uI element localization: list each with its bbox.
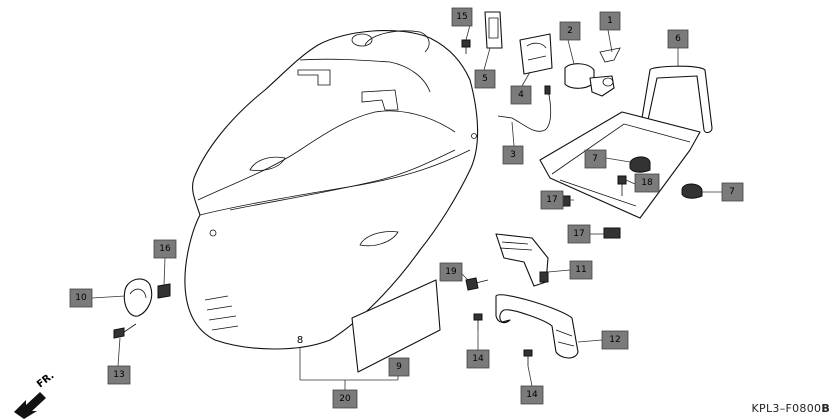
svg-text:15: 15 — [456, 12, 467, 22]
bolt-18 — [617, 175, 627, 196]
screw-14b — [523, 349, 533, 366]
rubber-7b — [681, 183, 703, 199]
callout-4: 4 — [510, 85, 532, 105]
callout-18: 18 — [634, 173, 660, 193]
callout-11: 11 — [569, 260, 593, 280]
callout-7b: 7 — [721, 182, 744, 202]
callout-17b: 17 — [567, 224, 591, 244]
callout-2: 2 — [559, 21, 581, 41]
svg-text:11: 11 — [575, 265, 586, 275]
handle-part-11 — [495, 233, 549, 287]
callout-20: 20 — [332, 389, 358, 409]
svg-text:10: 10 — [75, 293, 87, 303]
svg-text:18: 18 — [641, 178, 653, 188]
svg-text:9: 9 — [396, 362, 402, 372]
nut-17b — [603, 227, 621, 239]
callout-15: 15 — [451, 7, 473, 27]
svg-text:14: 14 — [526, 390, 538, 400]
luggage-box-body — [184, 30, 479, 350]
callout-6: 6 — [667, 29, 689, 49]
bracket-part-5 — [484, 11, 503, 49]
callout-12: 12 — [601, 330, 629, 350]
svg-text:7: 7 — [592, 154, 598, 164]
clamp-part-10 — [123, 278, 153, 317]
front-direction-arrow-icon: FR. — [14, 370, 56, 419]
svg-text:12: 12 — [609, 335, 620, 345]
screw-14a — [473, 313, 483, 330]
svg-text:2: 2 — [567, 26, 573, 36]
svg-text:20: 20 — [339, 394, 351, 404]
callout-9: 9 — [388, 357, 410, 377]
svg-text:17: 17 — [546, 195, 557, 205]
svg-text:19: 19 — [445, 267, 457, 277]
cable-part-3 — [497, 85, 552, 132]
callout-1: 1 — [599, 11, 621, 31]
carrier-rail-part-6 — [539, 65, 713, 219]
svg-text:7: 7 — [729, 187, 735, 197]
mat-part-9 — [351, 279, 441, 373]
callout-16: 16 — [153, 239, 177, 259]
svg-text:5: 5 — [482, 74, 488, 84]
callout-10: 10 — [69, 288, 93, 308]
callout-14b: 14 — [520, 385, 544, 405]
svg-text:13: 13 — [113, 370, 124, 380]
grip-part-12 — [495, 294, 579, 359]
callout-7a: 7 — [584, 149, 607, 169]
clip-part-1 — [599, 47, 621, 63]
callout-17a: 17 — [540, 190, 564, 210]
callout-13: 13 — [107, 365, 131, 385]
svg-text:17: 17 — [573, 229, 584, 239]
svg-text:4: 4 — [518, 90, 524, 100]
leader-lines — [91, 24, 722, 392]
lock-housing-part-4 — [519, 33, 553, 75]
direction-label: FR. — [35, 370, 56, 390]
screw-part-13 — [113, 323, 137, 339]
bolt-19 — [465, 277, 489, 291]
rubber-7a — [629, 156, 651, 173]
drawing-code-text: KPL3–F0800 — [751, 402, 822, 415]
svg-text:6: 6 — [675, 34, 681, 44]
callout-5: 5 — [474, 69, 496, 89]
drawing-code-suffix: B — [821, 402, 830, 415]
svg-text:16: 16 — [159, 244, 171, 254]
callout-3: 3 — [502, 145, 524, 165]
drawing-code: KPL3–F0800B — [752, 402, 830, 415]
callout-14a: 14 — [466, 349, 490, 369]
callout-19: 19 — [439, 262, 463, 282]
svg-text:14: 14 — [472, 354, 484, 364]
svg-text:1: 1 — [607, 16, 613, 26]
screw-part-15 — [461, 39, 471, 54]
label-8: 8 — [297, 335, 303, 346]
svg-text:3: 3 — [510, 150, 516, 160]
cap-part-16 — [157, 283, 171, 299]
key-cylinder-part-2 — [564, 63, 615, 97]
